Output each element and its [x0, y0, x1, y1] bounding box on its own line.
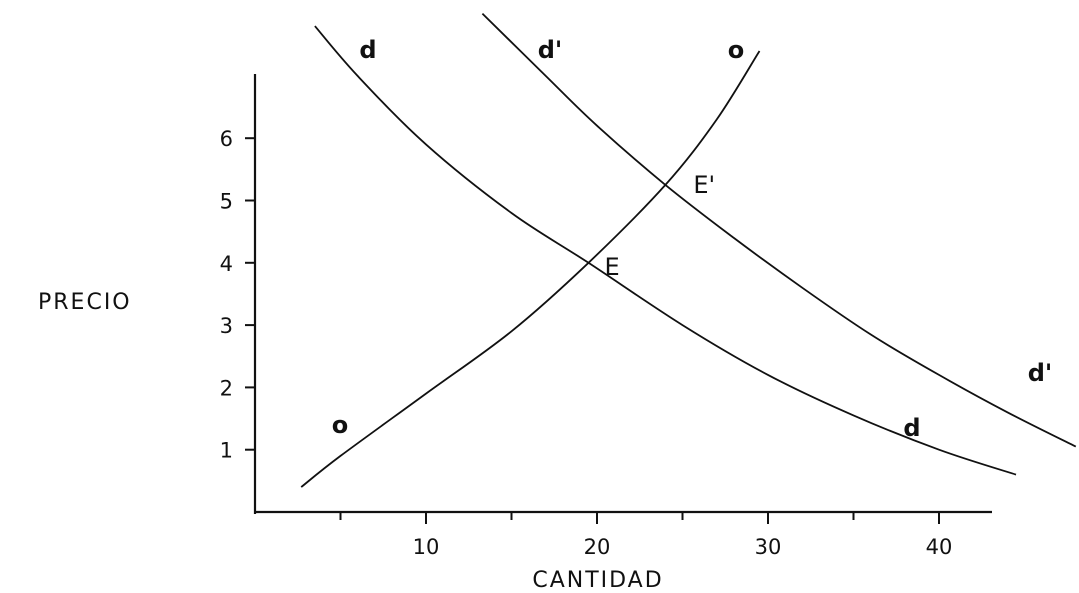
curve-label-d-prime-end: d'	[1028, 359, 1053, 387]
curve-d-prime	[481, 12, 1077, 448]
curve-o	[300, 50, 761, 488]
equilibrium-label-e: E	[604, 253, 619, 281]
curve-label-o-end: o	[728, 36, 745, 64]
y-axis-label: PRECIO	[38, 290, 132, 315]
curve-label-o-start: o	[332, 411, 349, 439]
x-tick-label: 40	[926, 535, 953, 559]
curve-label-d-start: d	[359, 36, 376, 64]
y-tick-label: 6	[220, 127, 233, 151]
curve-label-d-prime-start: d'	[538, 36, 563, 64]
y-tick-label: 4	[220, 252, 233, 276]
ticks-group: 1 2 3 4 5 6 10 20 30 40	[220, 127, 953, 559]
y-tick-label: 5	[220, 190, 233, 214]
x-tick-label: 30	[755, 535, 782, 559]
y-tick-label: 2	[220, 376, 233, 400]
y-tick-label: 3	[220, 314, 233, 338]
curve-label-d-end: d	[903, 414, 920, 442]
x-tick-label: 10	[413, 535, 440, 559]
x-axis-label: CANTIDAD	[532, 568, 663, 593]
equilibrium-label-e-prime: E'	[693, 171, 715, 199]
curves-group	[300, 12, 1077, 488]
curve-d	[314, 25, 1017, 476]
x-tick-label: 20	[584, 535, 611, 559]
labels-group: o o d d d' d' E E'	[332, 36, 1053, 442]
y-tick-label: 1	[220, 439, 233, 463]
